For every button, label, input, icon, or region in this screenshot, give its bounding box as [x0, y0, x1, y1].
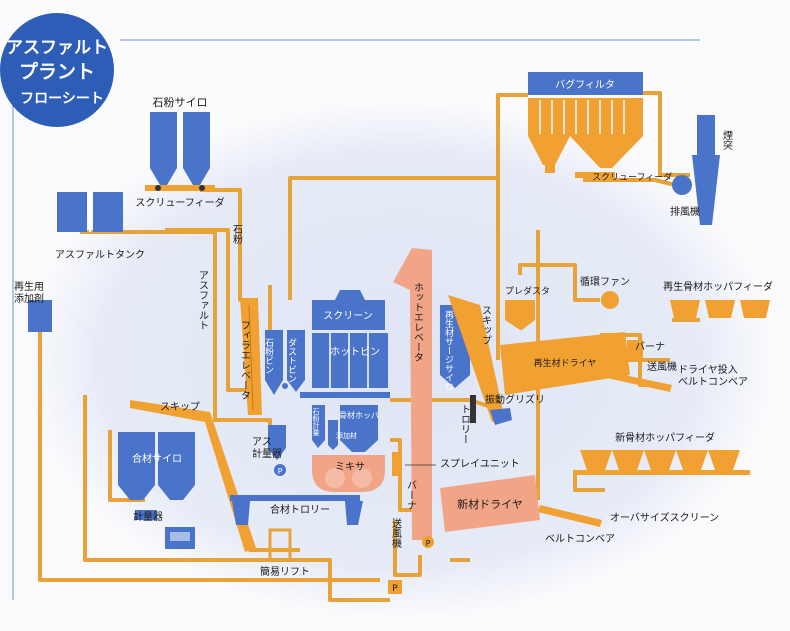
label-new-hopper-feeder: 新骨材ホッパフィーダ: [615, 431, 715, 444]
label-additive-scale: 添加材: [336, 431, 357, 440]
label-screw-feeder-1: スクリューフィーダ: [135, 196, 224, 209]
pipe-network: [38, 91, 700, 602]
additive-scale: [328, 420, 338, 450]
label-scale: 計量器: [133, 510, 163, 523]
label-mixer: ミキサ: [335, 461, 365, 473]
asphalt-scale: [268, 425, 286, 460]
stone-powder-scale: [312, 405, 325, 448]
new-dryer-pump: [422, 536, 434, 548]
stone-bin: [265, 330, 283, 395]
label-stack: 煙突: [721, 130, 733, 151]
recycled-burner: [627, 340, 643, 360]
composite-trolley: [230, 495, 363, 525]
label-trolley: トロリー: [459, 404, 470, 444]
recycled-dryer: [500, 332, 630, 395]
bottom-pump: [388, 580, 402, 594]
label-belt-conveyor: ベルトコンベア: [545, 533, 615, 545]
mixer: [312, 455, 385, 492]
label-blower-2: 送風機: [390, 517, 402, 549]
dryer-belt-conveyor: [598, 370, 672, 392]
title-line1: アスファルト: [6, 38, 108, 58]
stone-bin-valve: [282, 383, 288, 389]
label-composite-trolley: 合材トロリー: [270, 503, 330, 516]
pump-symbol-3: P: [392, 584, 398, 594]
label-spray-unit: スプレイユニット: [440, 458, 520, 470]
filler-elevator: [240, 298, 262, 415]
title-line3: フローシート: [20, 91, 104, 107]
label-bag-filter: バグフィルタ: [555, 78, 615, 91]
label-skip-right: スキップ: [480, 305, 491, 345]
label-screw-feeder-2: スクリューフィーダ: [592, 171, 672, 183]
label-stone-scale: 石粉計量: [312, 408, 320, 436]
label-simple-lift: 簡易リフト: [260, 565, 310, 578]
dust-bin: [287, 330, 305, 392]
label-filler-elevator: フィラエレベータ: [239, 320, 251, 400]
label-composite-silo: 合材サイロ: [132, 452, 182, 465]
spray-unit: [392, 452, 402, 476]
label-stone-bin: 石粉ビン: [263, 338, 274, 374]
recycled-hopper-feeder: [670, 300, 770, 318]
label-burner-1: バーナ: [635, 341, 665, 353]
label-hot-bin: ホットビン: [330, 346, 380, 358]
label-recycled-surge-silo: 再生材サージサイロ: [443, 310, 454, 391]
hot-bin: [312, 333, 388, 388]
vibrating-grizzly-unit: [490, 408, 512, 425]
exhaust-fan: [672, 175, 692, 195]
pump-symbol-2: P: [426, 539, 431, 548]
composite-skip: [130, 400, 256, 552]
title-line2: プラント: [19, 60, 95, 83]
label-hot-elevator: ホットエレベータ: [412, 282, 424, 362]
asphalt-tank: [57, 192, 123, 232]
label-dust-bin: ダストビン: [286, 337, 297, 383]
pump-symbol-1: P: [278, 467, 283, 476]
label-skip-left: スキップ: [160, 401, 200, 413]
new-hopper-feeder: [575, 450, 750, 475]
label-aggregate-hopper: 骨材ホッパ: [339, 410, 379, 420]
label-exhaust-fan: 排風機: [670, 205, 700, 218]
label-oversize-screen: オーバサイズスクリーン: [610, 511, 719, 524]
aggregate-hopper: [340, 405, 378, 452]
recycle-skip: [448, 295, 505, 422]
label-blower-1: 送風機: [647, 360, 677, 373]
label-burner-2: バーナ: [405, 480, 417, 510]
label-recycle-additive: 再生用添加剤: [14, 280, 44, 305]
label-vibrating-grizzly: 振動グリズリ: [485, 393, 545, 406]
label-screen: スクリーン: [323, 310, 373, 322]
scale-frame: [300, 392, 390, 398]
asphalt-pump-1: [274, 464, 286, 476]
label-recycled-dryer: 再生材ドライヤ: [534, 357, 597, 369]
label-asphalt-tank: アスファルトタンク: [55, 249, 145, 261]
label-new-dryer: 新材ドライヤ: [457, 497, 523, 511]
oversize-screen: [538, 505, 602, 527]
label-stone-powder-silo: 石粉サイロ: [153, 96, 208, 109]
plug-duster: [505, 300, 535, 330]
label-circulation-fan: 循環ファン: [580, 275, 630, 288]
label-recycled-hopper-feeder: 再生骨材ホッパフィーダ: [663, 280, 773, 293]
label-stone-powder: 石粉: [231, 224, 243, 245]
label-asphalt-scale: アス計量器: [252, 437, 282, 460]
hot-elevator: [393, 248, 432, 540]
recycle-additive-tank: [28, 300, 52, 332]
label-plug-duster: プレダスタ: [505, 285, 550, 297]
stack: [692, 115, 720, 225]
circulation-fan: [601, 291, 619, 309]
label-dryer-belt-conveyor: ドライヤ投入ベルトコンベア: [678, 363, 748, 388]
bag-filter: [528, 72, 643, 178]
simple-lift: [268, 528, 292, 562]
composite-silo: [118, 432, 195, 549]
new-dryer: [440, 475, 540, 532]
screen: [312, 290, 385, 330]
stone-powder-silo: [145, 112, 215, 191]
title-badge: アスファルト プラント フローシート: [0, 13, 114, 127]
label-asphalt-vertical: アスファルト: [197, 270, 209, 330]
